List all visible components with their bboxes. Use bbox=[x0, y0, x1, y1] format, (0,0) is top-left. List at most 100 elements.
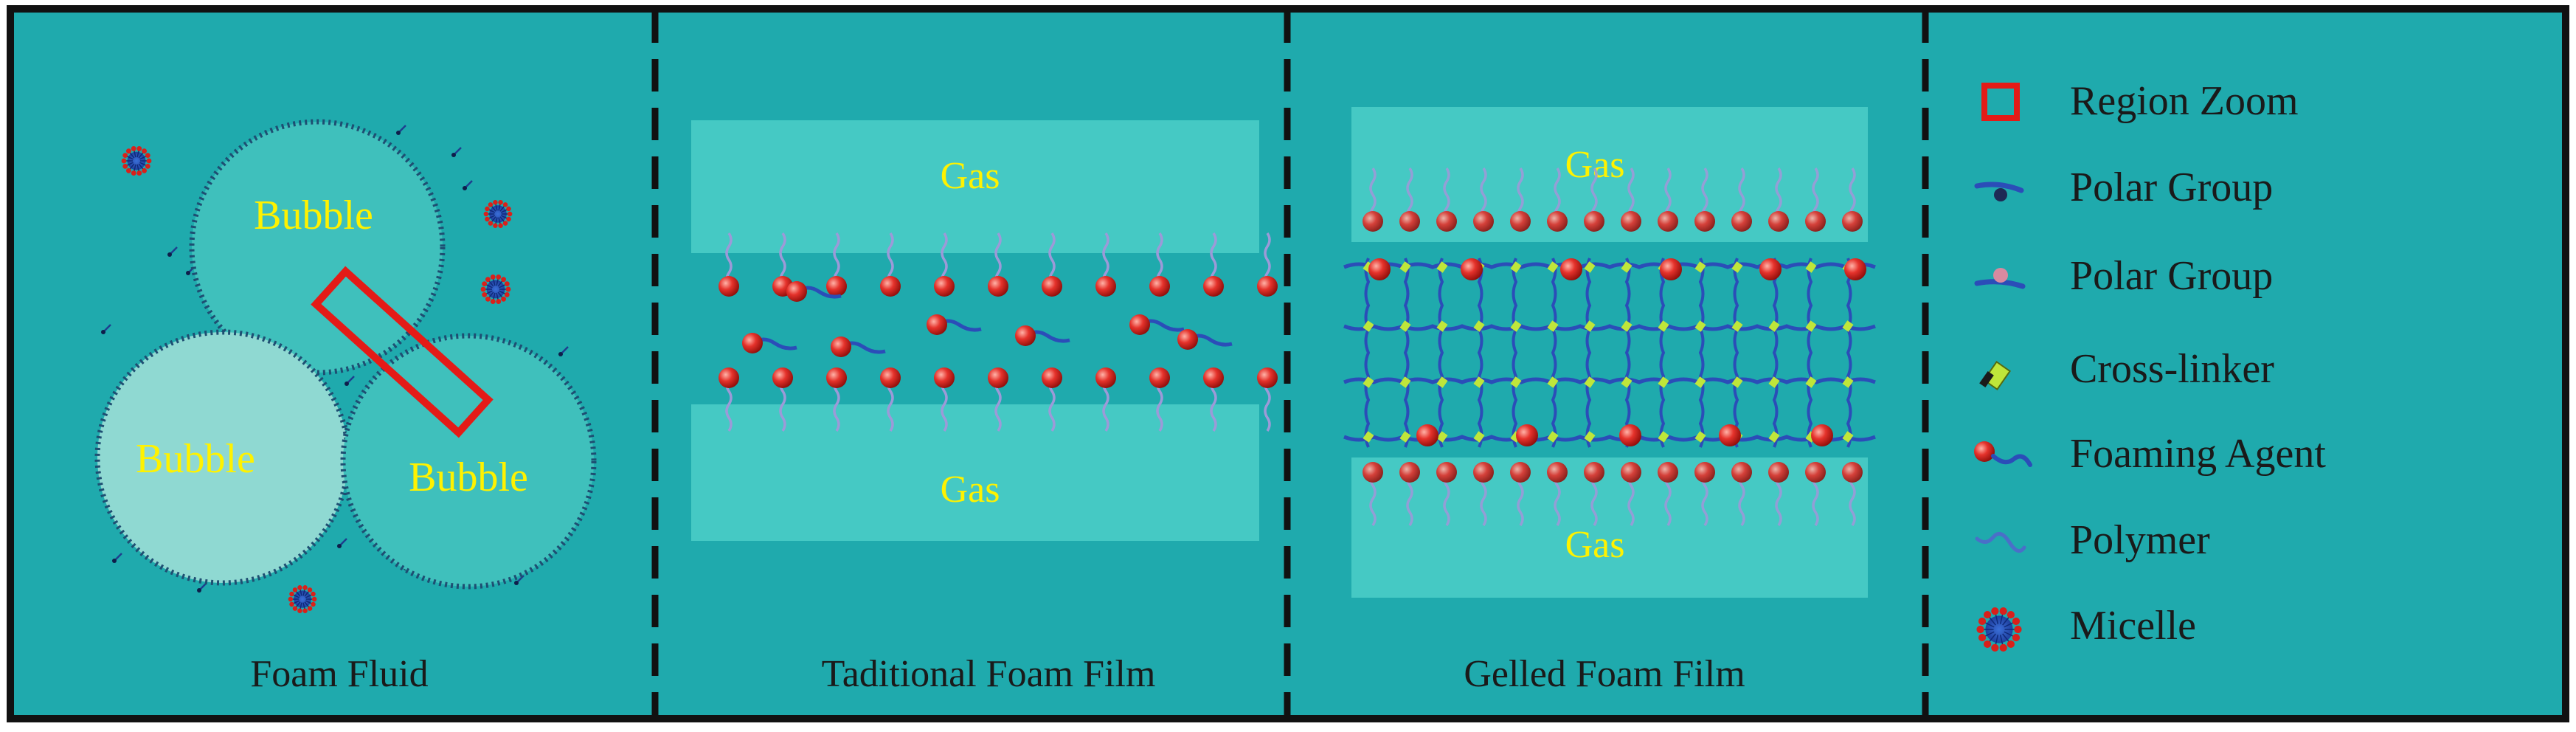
foaming-agent-molecule bbox=[1547, 462, 1568, 526]
legend-item-polymer: Polymer bbox=[1975, 517, 2210, 563]
foam-fluid-panel: Bubble Bubble Bubble Foam Fluid bbox=[94, 119, 597, 695]
foaming-agent-head bbox=[1660, 258, 1682, 280]
foaming-agent-molecule bbox=[826, 232, 847, 297]
foaming-agent-head bbox=[1560, 258, 1582, 280]
polymer-chain bbox=[1698, 258, 1705, 448]
micelle-icon bbox=[480, 274, 511, 304]
gas-label-top: Gas bbox=[941, 155, 1000, 197]
cross-linker bbox=[1658, 376, 1669, 388]
foaming-agent-head bbox=[1416, 424, 1438, 446]
bubble-label: Bubble bbox=[254, 193, 373, 238]
free-foaming-agent bbox=[831, 336, 886, 357]
foaming-agent-molecule bbox=[1805, 462, 1826, 526]
foaming-agent-molecule bbox=[1257, 367, 1278, 432]
bubble-label: Bubble bbox=[136, 436, 255, 482]
cross-linker bbox=[1436, 376, 1448, 388]
cross-linker bbox=[1510, 261, 1522, 273]
foaming-agent-head bbox=[1461, 258, 1483, 280]
gelled-film-caption: Gelled Foam Film bbox=[1464, 653, 1745, 695]
foaming-agent-molecule bbox=[1149, 232, 1170, 297]
foaming-agent-molecule bbox=[1621, 462, 1641, 526]
cross-linker bbox=[1363, 376, 1374, 388]
foaming-agent-molecule bbox=[772, 367, 793, 432]
foaming-agent-molecule bbox=[1042, 232, 1062, 297]
foaming-agent-molecule bbox=[1510, 462, 1531, 526]
polymer-chain bbox=[1343, 377, 1876, 384]
foaming-agent-molecule bbox=[1203, 367, 1224, 432]
cross-linker bbox=[1658, 431, 1669, 443]
polymer-chain bbox=[1846, 258, 1852, 448]
polymer-chain bbox=[1343, 324, 1876, 331]
polymer-chain bbox=[1807, 258, 1813, 448]
foaming-agent-molecule bbox=[934, 367, 955, 432]
foaming-agent-molecule bbox=[880, 367, 901, 432]
cross-linker bbox=[1768, 320, 1780, 332]
cross-linker bbox=[1584, 320, 1596, 332]
foaming-agent-molecule bbox=[1768, 462, 1789, 526]
polymer-chain bbox=[1624, 258, 1631, 448]
cross-linker bbox=[1658, 320, 1669, 332]
foaming-agent-molecule bbox=[1095, 367, 1116, 432]
cross-linker bbox=[1473, 431, 1485, 443]
legend-item-polar-group-dark: Polar Group bbox=[1974, 165, 2273, 210]
foaming-agent-molecule bbox=[934, 232, 955, 297]
cross-linker bbox=[1768, 376, 1780, 388]
foaming-agent-molecule bbox=[1042, 367, 1062, 432]
cross-linker bbox=[1694, 376, 1706, 388]
cross-linker bbox=[1584, 431, 1596, 443]
free-foaming-agent bbox=[927, 314, 982, 335]
micelle-icon bbox=[1976, 607, 2022, 652]
gelled-film-panel: Gas Gas Gelled Foam Film bbox=[1343, 107, 1876, 695]
cross-linker bbox=[1436, 261, 1448, 273]
polar-group-pink-icon bbox=[1974, 268, 2026, 289]
panel-dividers bbox=[651, 10, 1929, 717]
foaming-agent-molecule bbox=[719, 367, 739, 432]
polymer-chain bbox=[1364, 258, 1371, 448]
polar-group-dark-icon bbox=[1974, 182, 2024, 201]
cross-linker bbox=[1547, 261, 1559, 273]
gas-label-bottom: Gas bbox=[1565, 524, 1625, 566]
foam-fluid-caption: Foam Fluid bbox=[250, 653, 428, 695]
foaming-agent-molecule bbox=[1149, 367, 1170, 432]
foaming-agent-head bbox=[1719, 424, 1741, 446]
polymer-chain bbox=[1551, 258, 1557, 448]
micelle-icon bbox=[121, 146, 152, 176]
cross-linker bbox=[1399, 261, 1411, 273]
cross-linker bbox=[1768, 431, 1780, 443]
foaming-agent-molecule bbox=[1584, 168, 1604, 232]
micelle-icon bbox=[483, 200, 513, 228]
foaming-agent-molecule bbox=[988, 367, 1008, 432]
foaming-agent-head bbox=[1516, 424, 1538, 446]
cross-linker bbox=[1436, 320, 1448, 332]
cross-linker bbox=[1621, 261, 1632, 273]
micelle-icon bbox=[1976, 607, 2022, 652]
cross-linker bbox=[1842, 376, 1854, 388]
gas-band-bottom bbox=[691, 404, 1259, 541]
foaming-agent-molecule bbox=[1399, 168, 1420, 232]
gas-band-top bbox=[691, 120, 1259, 253]
polymer-chain bbox=[1403, 258, 1410, 448]
cross-linker bbox=[1621, 376, 1632, 388]
foaming-agent-molecule bbox=[1473, 462, 1494, 526]
cross-linker bbox=[1363, 320, 1374, 332]
foaming-agent-molecule bbox=[1436, 462, 1457, 526]
foaming-agent-molecule bbox=[1842, 168, 1863, 232]
cross-linker bbox=[1510, 376, 1522, 388]
foaming-agent-molecule bbox=[1842, 462, 1863, 526]
gel-network bbox=[1343, 168, 1876, 526]
cross-linker bbox=[1584, 376, 1596, 388]
cross-linker bbox=[1694, 431, 1706, 443]
cross-linker bbox=[1547, 376, 1559, 388]
foaming-agent-molecule bbox=[1257, 232, 1278, 297]
foaming-agent-molecule bbox=[1731, 168, 1752, 232]
polymer-chain bbox=[1772, 258, 1779, 448]
foaming-agent-molecule bbox=[1363, 168, 1383, 232]
bubble-label: Bubble bbox=[409, 455, 528, 500]
legend-label: Polar Group bbox=[2070, 165, 2273, 210]
cross-linker bbox=[1805, 376, 1817, 388]
legend: Region Zoom Polar Group Polar Group Cros… bbox=[1974, 78, 2326, 652]
scattered-molecules bbox=[101, 125, 569, 613]
region-zoom-box bbox=[311, 266, 494, 438]
gas-label-bottom: Gas bbox=[941, 469, 1000, 511]
